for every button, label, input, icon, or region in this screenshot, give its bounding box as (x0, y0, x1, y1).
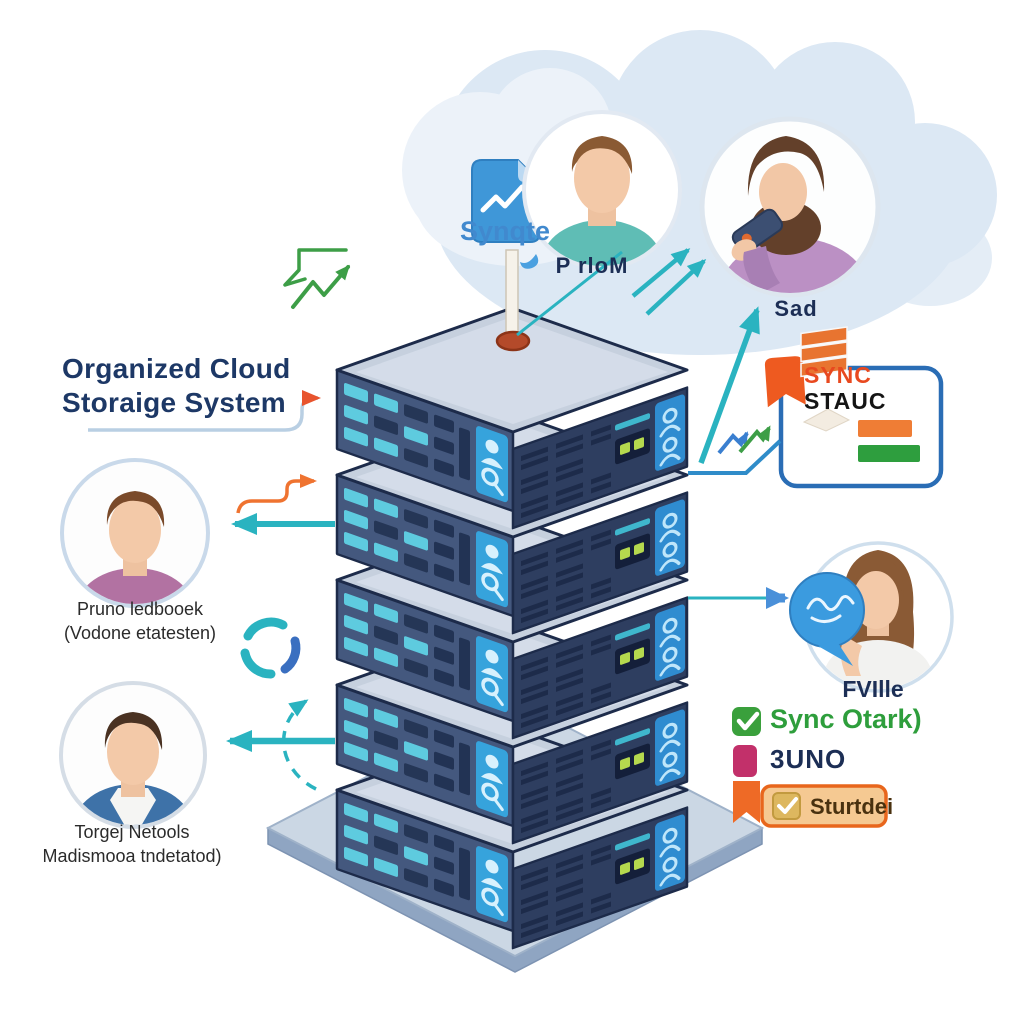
cloud-user-right-label: Sad (774, 296, 818, 321)
stacked-files-icon (800, 326, 851, 432)
sturtdei-button (760, 784, 888, 828)
page-title-line-2: Storaige System (62, 387, 286, 419)
green-zigzag-arrow (738, 425, 771, 454)
panel-connector-line (688, 439, 782, 475)
user-avatar-top (522, 110, 682, 270)
growth-arrow-icon (283, 248, 350, 309)
checkbox-checked-icon (732, 707, 761, 736)
page-title-line-1: Organized Cloud (62, 353, 291, 384)
legend-item-2-label: 3UNO (770, 744, 847, 774)
user1-label-line-2: (Vodone etatesten) (63, 623, 217, 644)
user2-label: Torgej Netools Madismooa tndetatod) (42, 820, 221, 869)
user1-label: Pruno ledbooek (Vodone etatesten) (64, 597, 216, 646)
orange-step-arrow (236, 474, 317, 514)
user2-label-line-1: Torgej Netools (74, 822, 190, 842)
antenna-pole (505, 249, 519, 339)
teal-arrow-up-1 (631, 248, 691, 298)
teal-arrow-up-2 (645, 258, 707, 316)
blue-zigzag-arrow (717, 431, 749, 455)
page-title: Organized Cloud Storaige System (62, 352, 291, 420)
legend-item-1-label: Sync Otark) (770, 704, 922, 734)
cloud-link-line (516, 250, 623, 337)
user-avatar-1 (60, 458, 210, 608)
drop-tail-icon (520, 254, 539, 269)
chat-scribble-bubble-icon (789, 572, 865, 666)
cloud-user-top-label: P rloM (555, 253, 629, 278)
sync-panel-heading-2: STAUC (804, 388, 887, 414)
status-bar-green (858, 445, 920, 462)
user2-label-line-2: Madismooa tndetatod) (42, 846, 222, 867)
orange-bookmark-icon (733, 781, 760, 823)
bookmark-icon (764, 356, 806, 408)
sync-panel-heading-1: SYNC (804, 362, 872, 388)
legend-item-3-label: Sturtdei (810, 794, 894, 819)
magenta-tag-icon (733, 745, 757, 777)
teal-arrow-to-sad (698, 306, 760, 464)
server-stack (335, 306, 689, 950)
connector-arrows (88, 248, 789, 791)
user-avatar-beard (699, 116, 881, 298)
sync-arrows-icon (240, 617, 301, 679)
user1-label-line-1: Pruno ledbooek (76, 599, 204, 619)
app-name-label: Synqte (459, 216, 551, 246)
user-avatar-2 (59, 681, 207, 829)
right-user-label: FVIlle (842, 676, 904, 702)
dashed-arc-arrow (282, 699, 317, 791)
connection-dot (495, 330, 531, 352)
user-avatar-3 (789, 541, 954, 693)
sync-status-panel (764, 326, 944, 489)
title-connector-arrow (88, 390, 321, 432)
status-bar-orange (858, 420, 912, 437)
